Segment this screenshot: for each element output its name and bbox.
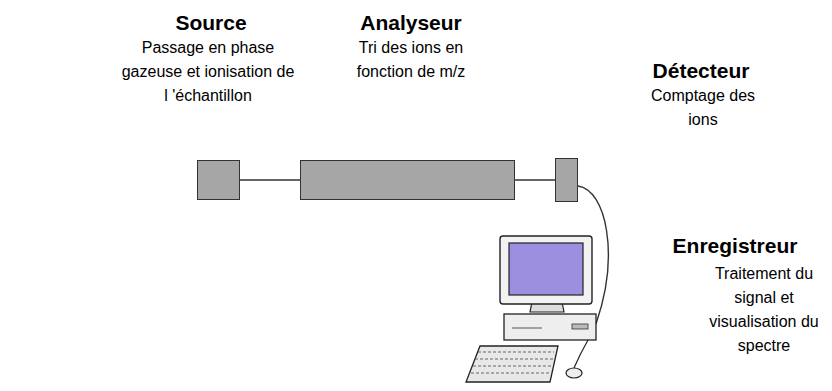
stage-title: Source — [111, 11, 311, 35]
detector-box: DétecteurComptage des ions — [555, 158, 578, 202]
stage-title: Enregistreur — [642, 234, 828, 258]
computer-illustration — [462, 232, 607, 388]
recorder-computer: EnregistreurTraitement du signal et visu… — [462, 232, 607, 388]
connector-line — [515, 179, 555, 180]
stage-title: Analyseur — [311, 11, 511, 35]
connector-line — [240, 179, 300, 180]
stage-description: Traitement du signal et visualisation du… — [704, 262, 824, 358]
stage-title: Détecteur — [626, 59, 776, 83]
stage-description: Tri des ions en fonction de m/z — [331, 36, 491, 84]
stage-description: Passage en phase gazeuse et ionisation d… — [118, 36, 298, 108]
analyser-box: AnalyseurTri des ions en fonction de m/z — [300, 160, 515, 200]
stage-description: Comptage des ions — [644, 84, 762, 132]
source-box: SourcePassage en phase gazeuse et ionisa… — [197, 160, 240, 200]
